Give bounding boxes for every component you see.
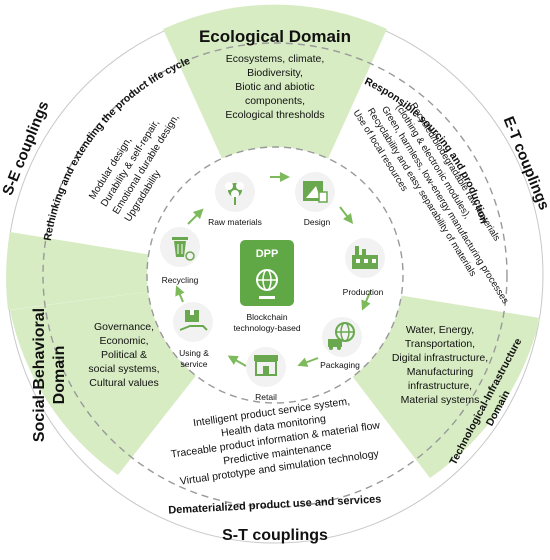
dpp-center: DPP Blockchain technology-based [233, 240, 301, 333]
social-item: Governance, [94, 321, 154, 333]
ecological-item: Biodiversity, [247, 67, 303, 79]
social-title-line2: Domain [51, 346, 68, 405]
stage-label-packaging: Packaging [320, 360, 360, 370]
recycle-bin-icon [172, 237, 195, 261]
retail-node: Retail [246, 347, 286, 402]
stage-label-retail: Retail [255, 392, 277, 402]
arrow-using-recycling [175, 285, 185, 303]
store-icon [254, 355, 278, 376]
stage-label-recycling: Recycling [162, 275, 199, 285]
design-node: Design [295, 172, 335, 227]
arrow-packaging-retail [297, 357, 319, 367]
tech-item: Manufacturing [407, 366, 474, 378]
production-node: Production [343, 238, 385, 297]
ecological-item: Biotic and abiotic [235, 81, 314, 93]
social-title-line1: Social-Behavioral [31, 308, 48, 442]
tech-item: Transportation, [405, 338, 475, 350]
hand-box-icon [179, 310, 208, 331]
stage-label-raw: Raw materials [208, 217, 262, 227]
using-service-node: Using & service [173, 302, 213, 369]
packaging-node: Packaging [320, 317, 362, 370]
recycling-node: Recycling [160, 227, 200, 285]
ecological-item: Ecosystems, climate, [226, 53, 325, 65]
social-item: Cultural values [89, 377, 158, 389]
raw-materials-node: Raw materials [208, 172, 262, 227]
stage-label-using: Using & [179, 348, 209, 358]
cotton-icon [225, 182, 244, 205]
stage-label-production: Production [343, 287, 384, 297]
arrow-production-packaging [361, 289, 372, 311]
ecological-wedge [163, 4, 387, 275]
arrow-retail-using [227, 355, 247, 367]
social-item: Economic, [99, 335, 148, 347]
globe-truck-icon [328, 322, 355, 350]
lifecycle-arrows [175, 172, 372, 367]
arrow-design-production [339, 206, 354, 224]
social-wedge-inner [6, 232, 276, 310]
st-title: S-T couplings [222, 527, 328, 544]
ecological-title: Ecological Domain [199, 27, 351, 46]
social-item: social systems, [88, 363, 159, 375]
ecological-item: Ecological thresholds [225, 109, 324, 121]
stage-label-design: Design [304, 217, 331, 227]
tech-item: infrastructure, [408, 380, 472, 392]
dpp-label-line1: Blockchain [246, 312, 287, 322]
tech-item: Digital infrastructure, [392, 352, 488, 364]
arrow-recycling-raw [187, 208, 204, 225]
tech-item: Water, Energy, [406, 324, 474, 336]
tech-item: Material systems [401, 394, 480, 406]
stage-label-service: service [181, 359, 208, 369]
ecological-item: components, [245, 95, 305, 107]
design-icon [303, 181, 328, 203]
dpp-label-line2: technology-based [233, 323, 300, 333]
social-item: Political & [101, 349, 147, 361]
dpp-badge: DPP [256, 248, 279, 260]
dpp-passport-icon [240, 240, 294, 306]
factory-icon [352, 246, 378, 269]
coupling-boundary [42, 42, 508, 508]
